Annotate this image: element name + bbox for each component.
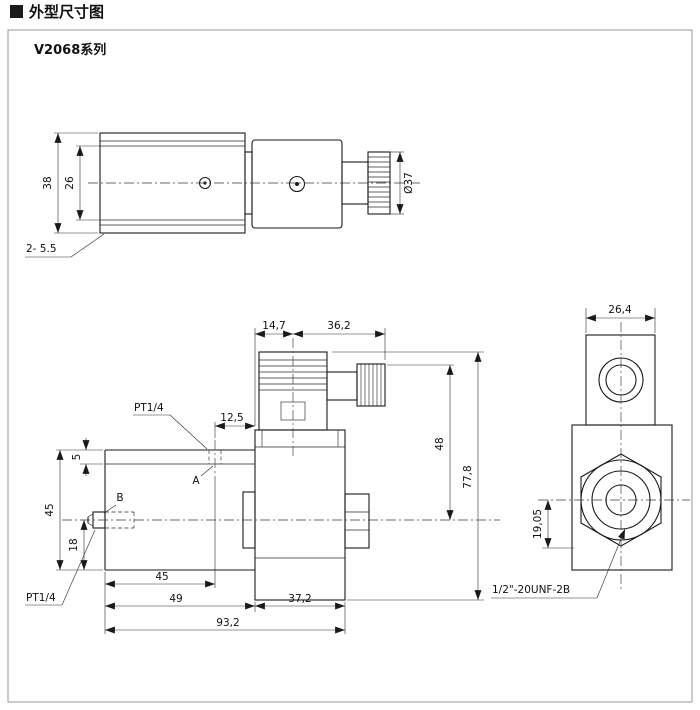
dim-26: 26: [64, 176, 76, 190]
port-b-label: B: [116, 492, 123, 504]
dim-5: 5: [71, 454, 83, 461]
cable-gland-front: [326, 363, 386, 407]
hex-end-cap: [344, 493, 370, 549]
dim-18: 18: [68, 538, 80, 551]
dim-14-7: 14,7: [262, 320, 285, 332]
dim-12-5: 12,5: [220, 412, 243, 424]
port-a-opening: [208, 450, 222, 464]
page-header: 外型尺寸图: [10, 3, 104, 21]
dim-77-8: 77,8: [462, 465, 474, 488]
dim-36-2: 36,2: [327, 320, 350, 332]
cable-gland-top: [367, 151, 391, 215]
dim-26-4: 26,4: [608, 304, 632, 316]
view-front: 14,7 36,2 12,5 PT1/4 A B 5 45 18: [25, 320, 500, 634]
port-bottom-label: PT1/4: [26, 592, 56, 604]
gland-end-outline: [585, 334, 656, 426]
drawing-frame: [7, 29, 693, 703]
valve-body-outline: [254, 429, 346, 601]
port-top-label: PT1/4: [134, 402, 164, 414]
view-side-dimensions: 26,4 19,05 1/2"-20UNF-2B: [491, 304, 656, 599]
connector-screw-center: [295, 182, 299, 186]
manifold-block: [104, 449, 255, 571]
dim-45-left: 45: [44, 503, 56, 516]
valve-body-details: [255, 430, 345, 559]
coil-lamination-lines: [100, 140, 245, 226]
port-a-label: A: [192, 475, 200, 487]
view-front-dimensions: 14,7 36,2 12,5 PT1/4 A B 5 45 18: [25, 320, 484, 634]
dim-37-2: 37,2: [288, 593, 311, 605]
view-top: 38 26 Ø37 2- 5.5: [25, 132, 420, 258]
dim-49: 49: [169, 593, 182, 605]
dim-19-05: 19,05: [532, 509, 544, 539]
view-side: 26,4 19,05 1/2"-20UNF-2B: [491, 304, 690, 599]
holes-note: 2- 5.5: [26, 243, 57, 255]
dim-93-2: 93,2: [216, 617, 239, 629]
dim-dia37: Ø37: [403, 172, 415, 194]
page-title: 外型尺寸图: [28, 3, 104, 21]
dim-48: 48: [434, 437, 446, 450]
body-end-outline: [571, 424, 673, 571]
view-top-dimensions: 38 26 Ø37 2- 5.5: [25, 132, 415, 258]
connector-screw: [288, 175, 306, 193]
dim-38: 38: [42, 176, 54, 189]
thread-note: 1/2"-20UNF-2B: [492, 584, 570, 596]
section-bullet-icon: [10, 5, 23, 18]
series-label: V2068系列: [34, 42, 106, 58]
dim-45-bottom: 45: [155, 571, 168, 583]
